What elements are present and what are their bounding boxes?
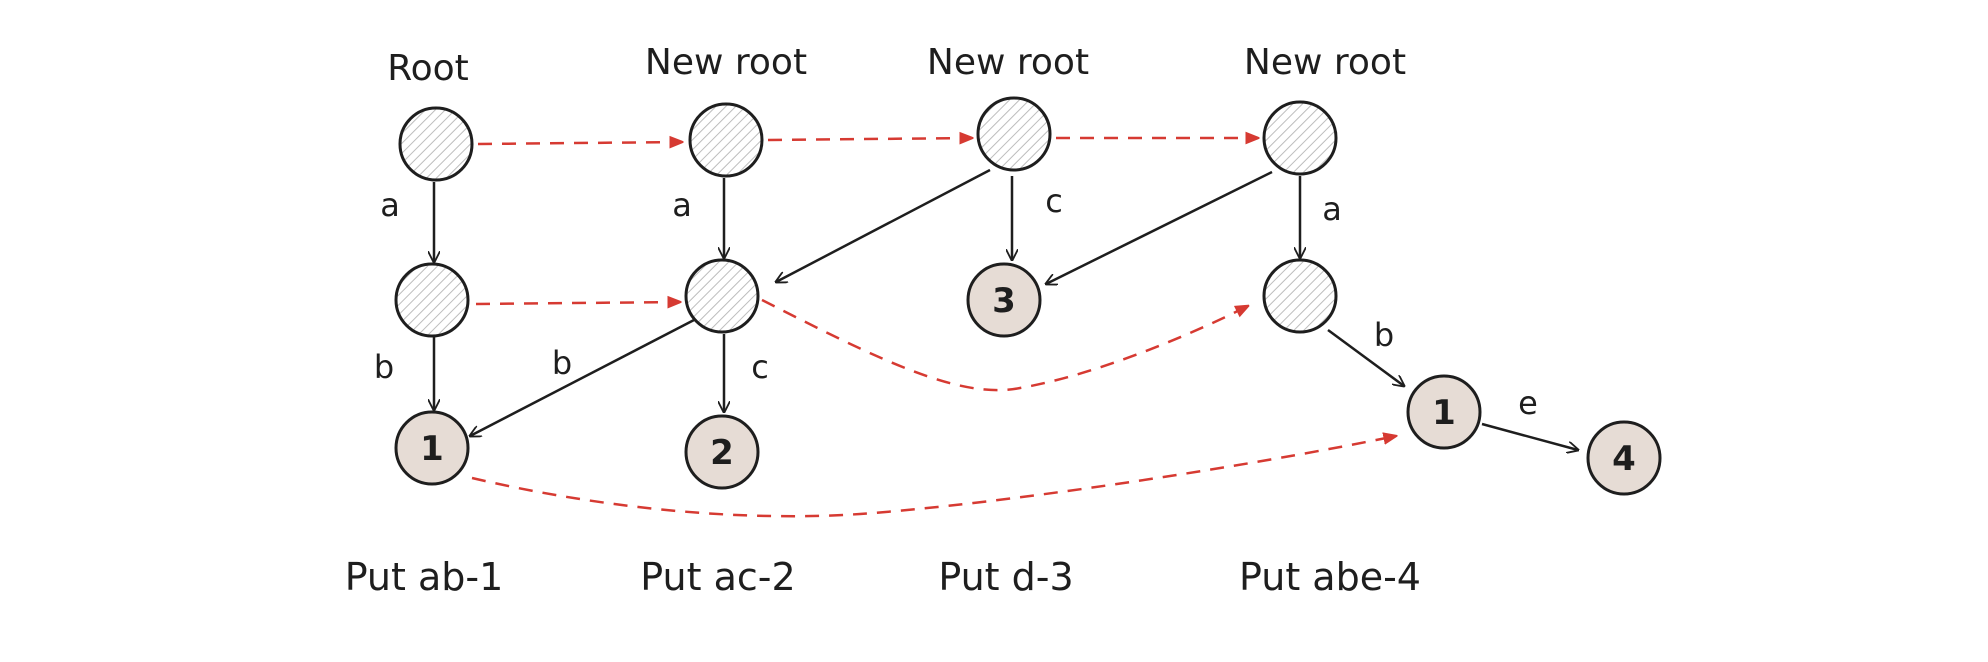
pointer-a1-to-a2 <box>475 302 680 304</box>
node-c2-value-2 <box>684 414 760 490</box>
edge-label-c2-a: a <box>672 186 692 224</box>
edge-label-c1-a: a <box>380 186 400 224</box>
pointer-root-to-newroot1 <box>477 142 682 144</box>
root-header: Root <box>387 48 469 89</box>
node-c2-root <box>688 102 764 178</box>
edge-c4-b-e <box>1481 422 1578 450</box>
new-root-header-1: New root <box>645 42 807 83</box>
edge-label-c2-c: c <box>751 348 769 386</box>
node-c2-value-2-label: 2 <box>710 433 734 473</box>
pointer-v1-to-v1b <box>471 436 1396 518</box>
pointer-newroot1-to-newroot2 <box>767 138 972 140</box>
pointer-a2-to-a4 <box>761 298 1248 392</box>
edge-c2-a-b <box>470 318 695 436</box>
caption-put-ac-2: Put ac-2 <box>640 555 795 599</box>
node-c4-root <box>1262 100 1338 176</box>
node-c4-value-4 <box>1586 420 1662 496</box>
node-c4-value-4-label: 4 <box>1612 439 1636 479</box>
node-c3-root <box>976 96 1052 172</box>
node-c2-a <box>684 258 760 334</box>
edge-c4-root-d <box>1046 170 1273 284</box>
node-c3-value-3 <box>966 262 1042 338</box>
caption-put-ab-1: Put ab-1 <box>345 555 504 599</box>
node-c1-root <box>398 106 474 182</box>
edge-label-c4-a: a <box>1322 190 1342 228</box>
edge-label-c2-b: b <box>552 344 572 382</box>
edge-label-c4-e: e <box>1518 384 1538 422</box>
edge-label-c1-b: b <box>374 348 394 386</box>
node-c4-value-1-label: 1 <box>1432 393 1456 433</box>
node-c1-value-1-label: 1 <box>420 429 444 469</box>
node-c4-a <box>1262 258 1338 334</box>
caption-put-d-3: Put d-3 <box>938 555 1073 599</box>
node-c3-value-3-label: 3 <box>992 281 1016 321</box>
edge-label-c4-b: b <box>1374 316 1394 354</box>
caption-put-abe-4: Put abe-4 <box>1239 555 1421 599</box>
edge-c4-a-b <box>1327 328 1404 386</box>
edge-label-c3-c: c <box>1045 182 1063 220</box>
edge-c3-root-a <box>776 168 991 282</box>
node-c4-value-1 <box>1406 374 1482 450</box>
node-c1-a <box>394 262 470 338</box>
node-c1-value-1 <box>394 410 470 486</box>
new-root-header-2: New root <box>927 42 1089 83</box>
new-root-header-3: New root <box>1244 42 1406 83</box>
